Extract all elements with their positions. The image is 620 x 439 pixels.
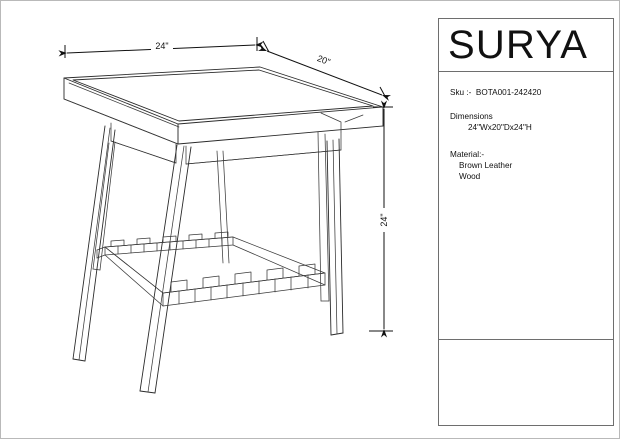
spacer-2 (450, 133, 613, 149)
technical-drawing-area: 24" 20" 24" (1, 1, 433, 438)
leg-front-right (326, 138, 344, 336)
shelf-braces (96, 246, 106, 259)
spacer-1 (450, 98, 613, 111)
spec-blank-cell (439, 340, 613, 425)
dimension-height-label: 24" (379, 213, 389, 226)
material-item-wood: Wood (459, 172, 481, 182)
leg-front-center (139, 144, 192, 394)
lower-shelf (104, 231, 326, 307)
table-top (63, 66, 384, 145)
dimension-height: 24" (369, 100, 393, 338)
table-line-drawing: 24" 20" 24" (58, 37, 393, 394)
spec-panel: SURYA Sku :- BOTA001-242420 Dimensions 2… (438, 18, 614, 426)
sku-line: Sku :- BOTA001-242420 (450, 88, 542, 97)
dimension-depth: 20" (257, 40, 392, 101)
brand-logo-text: SURYA (448, 23, 589, 67)
side-table-illustration (63, 66, 384, 394)
material-heading: Material:- (450, 150, 485, 160)
dimensions-value: 24"Wx20"Dx24"H (468, 123, 532, 133)
spec-info-cell: Sku :- BOTA001-242420 Dimensions 24"Wx20… (439, 72, 613, 340)
dimensions-heading: Dimensions (450, 112, 493, 122)
leg-front-left (72, 125, 116, 362)
material-item-leather: Brown Leather (459, 161, 513, 171)
leg-back-left (92, 141, 116, 271)
leg-back-right (317, 131, 330, 302)
dimension-width-label: 24" (155, 41, 168, 51)
brand-logo-cell: SURYA (439, 19, 613, 72)
dimension-depth-label: 20" (316, 53, 332, 67)
dimension-width: 24" (58, 37, 264, 58)
